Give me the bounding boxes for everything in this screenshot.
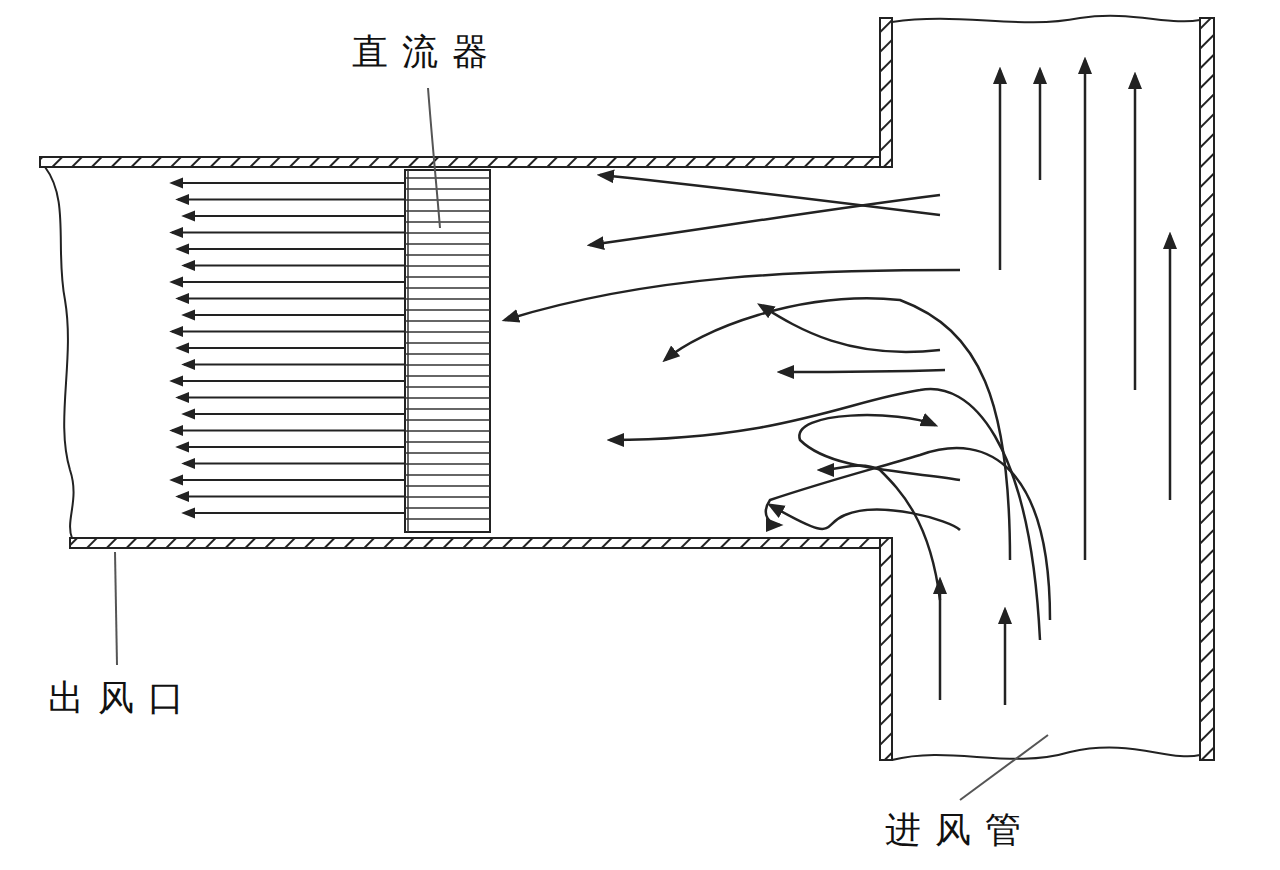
flow-arrow — [184, 265, 405, 267]
flow-arrow — [178, 248, 405, 250]
flow-arrow — [184, 314, 405, 316]
flow-arrow — [172, 430, 405, 432]
vane-line — [405, 243, 490, 245]
duct-wall — [40, 18, 1214, 760]
vane-line — [405, 386, 490, 388]
vane-line — [405, 232, 490, 234]
vane-line — [405, 496, 490, 498]
break-line — [892, 748, 1200, 760]
vane-line — [405, 210, 490, 212]
flow-arrow — [178, 298, 405, 300]
flow-arrow — [178, 446, 405, 448]
vane-line — [405, 177, 490, 179]
turbulent-flow-lines — [505, 175, 1050, 640]
vane-line — [405, 287, 490, 289]
vane-line — [405, 419, 490, 421]
vane-line — [405, 199, 490, 201]
flow-arrow — [184, 215, 405, 217]
vane-line — [405, 188, 490, 190]
vane-line — [405, 518, 490, 520]
vane-line — [405, 474, 490, 476]
flow-arrow — [184, 512, 405, 514]
vane-line — [405, 441, 490, 443]
break-line — [45, 167, 74, 538]
vane-line — [405, 254, 490, 256]
vane-line — [405, 485, 490, 487]
vane-line — [405, 265, 490, 267]
flow-arrow — [184, 364, 405, 366]
vane-line — [405, 353, 490, 355]
vane-line — [405, 430, 490, 432]
part-label: 直流器 — [352, 30, 502, 73]
vane-line — [405, 397, 490, 399]
inlet-flow-arrows — [940, 60, 1170, 705]
vane-line — [405, 221, 490, 223]
flow-arrow — [178, 496, 405, 498]
vane-line — [405, 309, 490, 311]
flow-arrow — [172, 182, 405, 184]
part-label: 出风口 — [48, 676, 198, 719]
vane-line — [405, 408, 490, 410]
vane-line — [405, 331, 490, 333]
vane-line — [405, 320, 490, 322]
break-line — [892, 16, 1200, 23]
vane-line — [405, 342, 490, 344]
flow-arrow — [172, 479, 405, 481]
vane-line — [405, 452, 490, 454]
vane-line — [407, 170, 409, 532]
flow-arrow — [172, 232, 405, 234]
part-label: 进风管 — [885, 808, 1035, 851]
vane-line — [405, 375, 490, 377]
uniform-flow-arrows — [172, 183, 405, 513]
flow-arrow — [178, 397, 405, 399]
flow-arrow — [184, 463, 405, 465]
leader-line — [115, 88, 1048, 800]
flow-arrow — [178, 199, 405, 201]
flow-arrow — [184, 413, 405, 415]
vane-line — [405, 364, 490, 366]
flow-straightener — [405, 170, 490, 532]
vane-line — [405, 298, 490, 300]
vane-line — [405, 507, 490, 509]
vane-line — [405, 463, 490, 465]
flow-arrow — [172, 331, 405, 333]
vane-line — [405, 276, 490, 278]
flow-arrow — [172, 380, 405, 382]
flow-arrow — [172, 281, 405, 283]
flow-arrow — [178, 347, 405, 349]
straightener-vanes — [405, 170, 490, 532]
